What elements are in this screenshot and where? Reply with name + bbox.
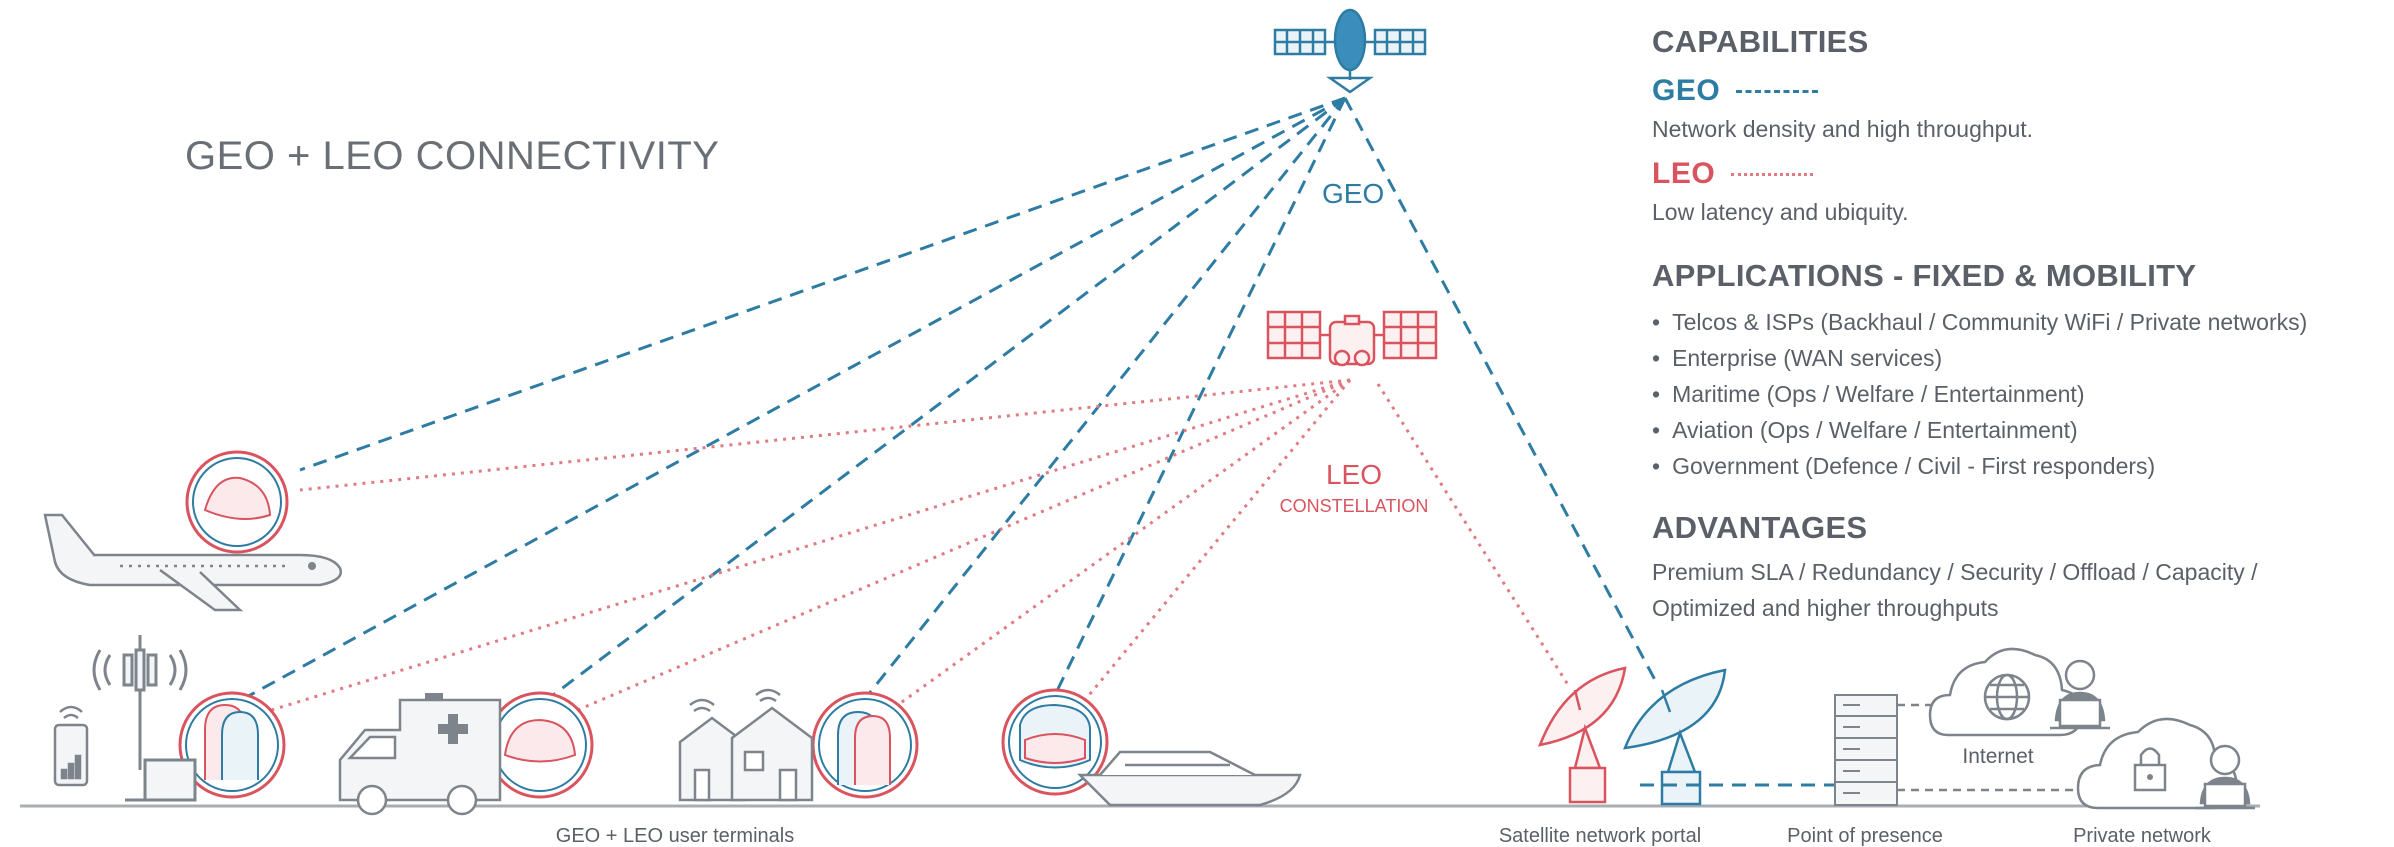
- internet-user-icon: [2050, 659, 2110, 730]
- terminal-ambulance: [486, 691, 594, 799]
- page-title: GEO + LEO CONNECTIVITY: [185, 134, 720, 178]
- terminal-houses: [811, 691, 919, 799]
- ambulance-icon: [338, 693, 502, 816]
- point-of-presence-caption: Point of presence: [1787, 825, 1943, 847]
- applications-list: Telcos & ISPs (Backhaul / Community WiFi…: [1652, 304, 2372, 484]
- list-item: Telcos & ISPs (Backhaul / Community WiFi…: [1652, 304, 2372, 340]
- info-panel: CAPABILITIES GEO Network density and hig…: [1652, 24, 2372, 626]
- advantages-text: Premium SLA / Redundancy / Security / Of…: [1652, 559, 2258, 621]
- capabilities-heading: CAPABILITIES: [1652, 24, 1869, 59]
- leo-satellite-icon: [1266, 310, 1438, 367]
- terminal-airplane: [185, 450, 289, 554]
- applications-heading: APPLICATIONS - FIXED & MOBILITY: [1652, 258, 2197, 293]
- internet-label: Internet: [1962, 745, 2033, 768]
- advantages-heading: ADVANTAGES: [1652, 510, 1868, 545]
- server-rack-icon: [1834, 694, 1898, 806]
- list-item: Aviation (Ops / Welfare / Entertainment): [1652, 412, 2372, 448]
- leo-label: LEO: [1326, 459, 1382, 490]
- satellite-dish-geo-icon: [1623, 668, 1727, 806]
- leo-legend-label: LEO: [1652, 157, 1716, 190]
- terminal-tower: [178, 691, 286, 799]
- terminal-yacht: [1001, 688, 1109, 796]
- airplane-icon: [43, 513, 343, 612]
- satellite-dish-leo-icon: [1538, 666, 1627, 804]
- geo-description: Network density and high throughput.: [1652, 116, 2034, 142]
- houses-icon: [678, 688, 814, 802]
- leo-description: Low latency and ubiquity.: [1652, 199, 1909, 225]
- geo-label: GEO: [1322, 178, 1384, 209]
- list-item: Government (Defence / Civil - First resp…: [1652, 448, 2372, 484]
- geo-legend: GEO: [1652, 74, 2372, 108]
- user-terminals-caption: GEO + LEO user terminals: [556, 825, 794, 847]
- list-item: Maritime (Ops / Welfare / Entertainment): [1652, 376, 2372, 412]
- leo-dotted-line-icon: [1731, 172, 1814, 176]
- geo-satellite-icon: [1273, 8, 1427, 94]
- private-network-user-icon: [2195, 744, 2255, 810]
- cell-tower-icon: [92, 635, 197, 802]
- leo-constellation-label: CONSTELLATION: [1280, 496, 1429, 516]
- geo-legend-label: GEO: [1652, 74, 1721, 107]
- private-network-caption: Private network: [2073, 825, 2212, 847]
- satellite-portal-caption: Satellite network portal: [1499, 825, 1701, 847]
- list-item: Enterprise (WAN services): [1652, 340, 2372, 376]
- leo-legend: LEO: [1652, 157, 2372, 191]
- leo-links: [264, 378, 1572, 714]
- geo-links: [231, 96, 1657, 707]
- phone-icon: [53, 705, 89, 787]
- geo-dashed-line-icon: [1736, 89, 1819, 93]
- yacht-icon: [1076, 750, 1302, 807]
